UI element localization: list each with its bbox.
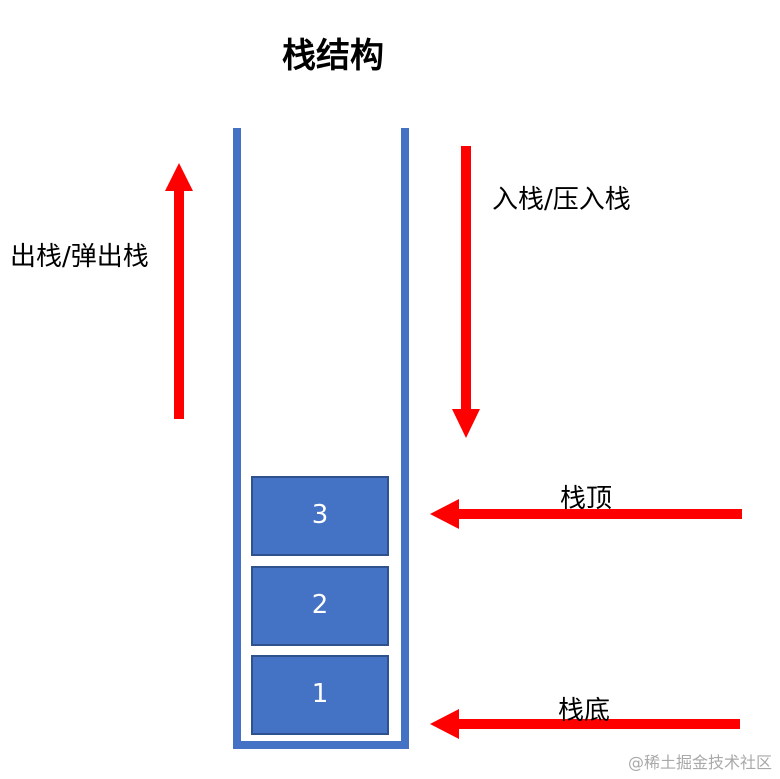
- top-pointer-arrow: [430, 499, 742, 529]
- stack-top-label: 栈顶: [560, 484, 613, 514]
- stack-block-3: [251, 476, 389, 556]
- pop-arrow: [165, 163, 193, 419]
- stack-block-2-label: 2: [311, 590, 329, 620]
- stack-bottom-label: 栈底: [558, 696, 611, 726]
- bottom-pointer-arrow: [430, 709, 740, 739]
- push-arrow: [452, 146, 480, 438]
- watermark: @稀土掘金技术社区: [628, 753, 773, 772]
- stack-block-1: [251, 655, 389, 735]
- pop-label: 出栈/弹出栈: [10, 242, 149, 272]
- stack-block-2: [251, 566, 389, 646]
- stack-container: [233, 128, 409, 749]
- stack-block-1-label: 1: [311, 679, 329, 709]
- push-label: 入栈/压入栈: [492, 185, 631, 215]
- diagram-title: 栈结构: [282, 36, 384, 76]
- stack-block-3-label: 3: [311, 500, 329, 530]
